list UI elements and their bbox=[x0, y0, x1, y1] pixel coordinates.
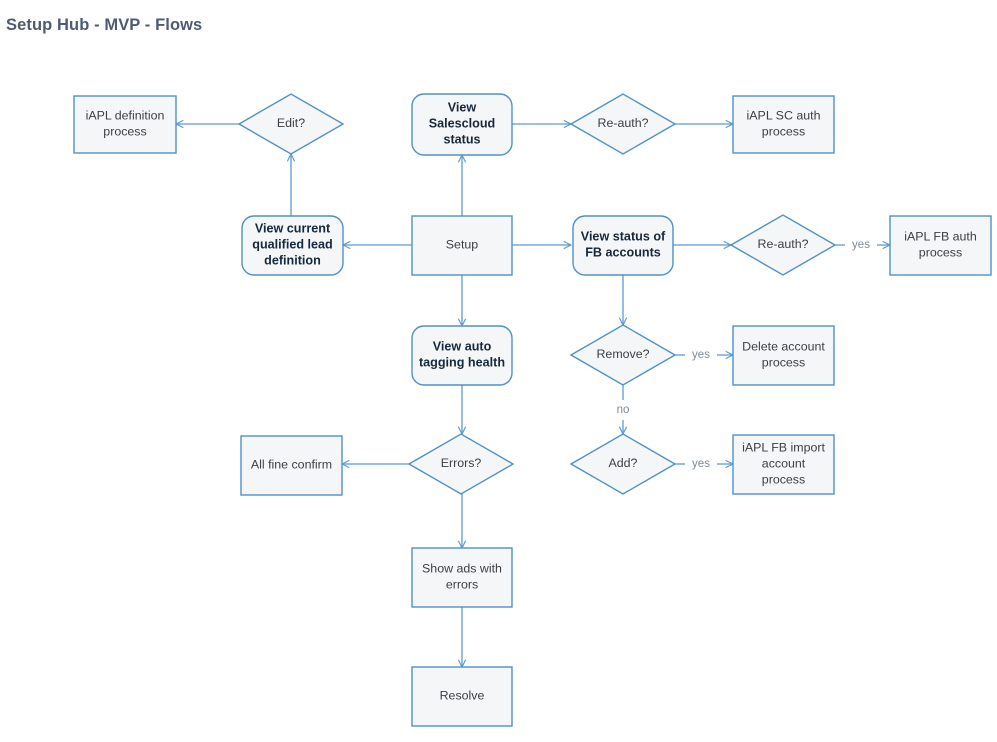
page-title: Setup Hub - MVP - Flows bbox=[6, 16, 203, 34]
node-label: All fine confirm bbox=[251, 458, 332, 472]
node-shape-rect[interactable] bbox=[889, 215, 992, 276]
node-edit-decision[interactable]: Edit? bbox=[237, 93, 345, 155]
node-shape-rect[interactable] bbox=[240, 435, 343, 496]
node-shape-rect[interactable] bbox=[73, 95, 177, 154]
node-shape-rounded[interactable] bbox=[241, 215, 344, 276]
node-shape-rounded[interactable] bbox=[572, 215, 674, 276]
edge-label: no bbox=[617, 404, 630, 416]
edge-add-to-iapl-fb-import: yes bbox=[675, 458, 733, 470]
node-shape-diamond[interactable] bbox=[729, 214, 837, 276]
edge-remove-to-delete-account: yes bbox=[675, 349, 733, 361]
node-shape-rect[interactable] bbox=[411, 666, 513, 727]
node-shape-diamond[interactable] bbox=[237, 93, 345, 155]
node-setup[interactable]: Setup bbox=[411, 215, 513, 276]
node-shape-rounded[interactable] bbox=[411, 325, 513, 386]
node-shape-diamond[interactable] bbox=[569, 433, 677, 495]
node-shape-rounded[interactable] bbox=[411, 93, 513, 156]
node-errors-decision[interactable]: Errors? bbox=[407, 433, 515, 495]
node-add-decision[interactable]: Add? bbox=[569, 433, 677, 495]
node-label: Re-auth? bbox=[758, 237, 809, 251]
node-re-auth-fb-decision[interactable]: Re-auth? bbox=[729, 214, 837, 276]
node-shape-rect[interactable] bbox=[732, 95, 835, 154]
node-shape-rect[interactable] bbox=[732, 325, 835, 386]
edges-layer: yes yes no yes bbox=[176, 124, 890, 667]
edge-label: yes bbox=[852, 239, 870, 251]
node-shape-rect[interactable] bbox=[732, 434, 835, 495]
node-label: Re-auth? bbox=[598, 116, 649, 130]
edge-remove-to-add: no bbox=[617, 385, 630, 434]
node-label: Add? bbox=[609, 456, 638, 470]
node-label: Edit? bbox=[277, 116, 305, 130]
node-shape-diamond[interactable] bbox=[569, 93, 677, 155]
edge-reauth-fb-to-iapl-fb-auth: yes bbox=[835, 239, 890, 251]
node-shape-diamond[interactable] bbox=[569, 324, 677, 386]
node-shape-rect[interactable] bbox=[411, 547, 513, 608]
node-resolve[interactable]: Resolve bbox=[411, 666, 513, 727]
node-shape-diamond[interactable] bbox=[407, 433, 515, 495]
node-remove-decision[interactable]: Remove? bbox=[569, 324, 677, 386]
node-shape-rect[interactable] bbox=[411, 215, 513, 276]
node-label: Resolve bbox=[440, 689, 485, 703]
node-re-auth-sc-decision[interactable]: Re-auth? bbox=[569, 93, 677, 155]
node-label: Remove? bbox=[596, 347, 649, 361]
node-all-fine-confirm[interactable]: All fine confirm bbox=[240, 435, 343, 496]
edge-label: yes bbox=[692, 458, 710, 470]
edge-label: yes bbox=[692, 349, 710, 361]
node-label: Setup bbox=[446, 238, 478, 252]
node-label: Errors? bbox=[441, 456, 482, 470]
